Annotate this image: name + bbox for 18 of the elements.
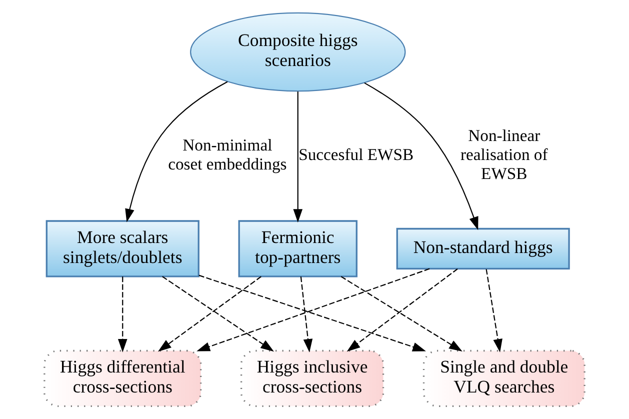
arrow xyxy=(125,81,228,222)
arrow xyxy=(293,92,303,222)
node-box: Non-standard higgs xyxy=(396,228,570,270)
arrow xyxy=(486,269,502,352)
node-box: Higgs differential cross-sections xyxy=(44,350,202,408)
arrow xyxy=(340,276,462,352)
node-ellipse: Composite higgs scenarios xyxy=(190,12,406,92)
arrow xyxy=(364,82,478,230)
edge-label: Non-minimal coset embeddings xyxy=(168,136,287,174)
arrow xyxy=(118,276,128,352)
node-box: Single and double VLQ searches xyxy=(422,350,586,408)
arrow xyxy=(300,276,313,352)
arrow xyxy=(346,268,458,352)
edge-label: Succesful EWSB xyxy=(298,144,414,164)
edge-label: Non-linear realisation of EWSB xyxy=(460,126,548,183)
node-box: Higgs inclusive cross-sections xyxy=(240,350,384,408)
node-box: Fermionic top-partners xyxy=(238,220,358,278)
node-box: More scalars singlets/doublets xyxy=(46,220,200,278)
